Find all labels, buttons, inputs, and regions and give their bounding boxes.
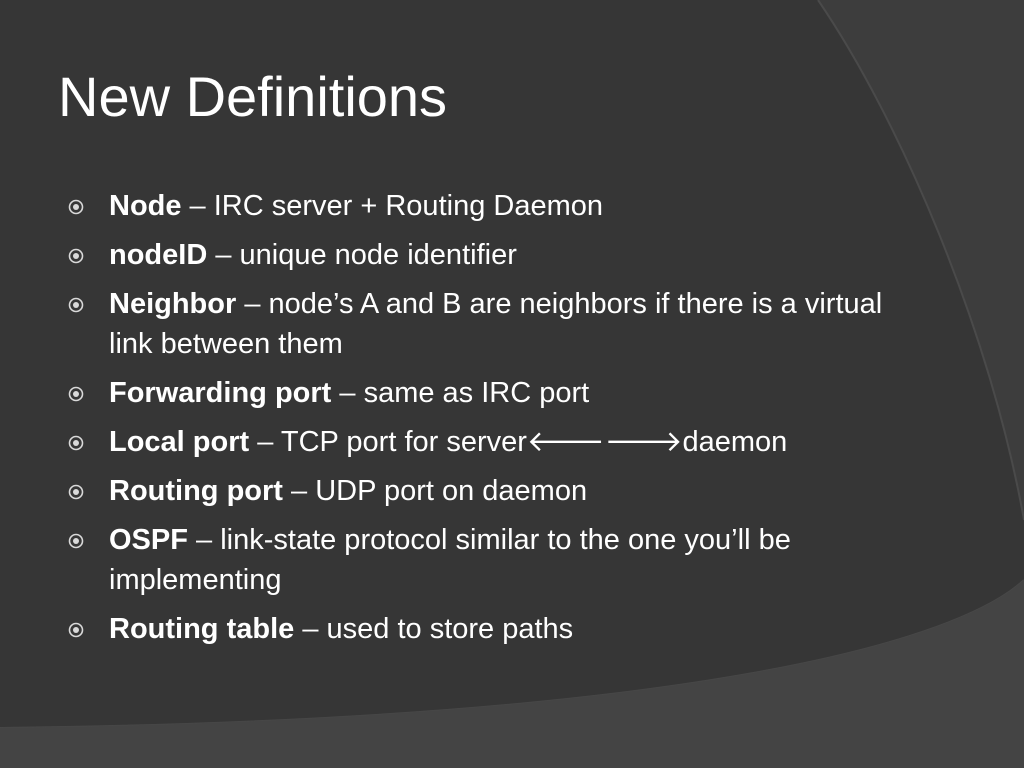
bullet-term: Neighbor bbox=[109, 288, 237, 320]
bullet-text: – TCP port for server🡐🡒daemon bbox=[249, 426, 788, 458]
bullet-text: – IRC server + Routing Daemon bbox=[181, 190, 603, 222]
circled-dot-icon bbox=[68, 248, 84, 264]
bullet-item-nodeid: nodeID – unique node identifier bbox=[68, 235, 888, 275]
bullet-text: – node’s A and B are neighbors if there … bbox=[109, 288, 883, 360]
bullet-term: Forwarding port bbox=[109, 377, 332, 409]
bullet-item-local-port: Local port – TCP port for server🡐🡒daemon bbox=[68, 422, 888, 462]
bullet-text: – link-state protocol similar to the one… bbox=[109, 524, 791, 596]
bullet-term: Local port bbox=[109, 426, 250, 458]
circled-dot-icon bbox=[68, 622, 84, 638]
bullet-term: Routing port bbox=[109, 475, 283, 507]
bullet-text: – used to store paths bbox=[294, 613, 574, 645]
circled-dot-icon bbox=[68, 533, 84, 549]
bullet-text: – unique node identifier bbox=[207, 239, 517, 271]
bullet-item-neighbor: Neighbor – node’s A and B are neighbors … bbox=[68, 284, 888, 364]
bullet-item-node: Node – IRC server + Routing Daemon bbox=[68, 186, 888, 226]
circled-dot-icon bbox=[68, 386, 84, 402]
circled-dot-icon bbox=[68, 435, 84, 451]
circled-dot-icon bbox=[68, 297, 84, 313]
bullet-term: Routing table bbox=[109, 613, 295, 645]
bullet-item-ospf: OSPF – link-state protocol similar to th… bbox=[68, 520, 888, 600]
bullet-item-routing-port: Routing port – UDP port on daemon bbox=[68, 471, 888, 511]
bullet-item-forwarding-port: Forwarding port – same as IRC port bbox=[68, 373, 888, 413]
bullet-term: OSPF bbox=[109, 524, 188, 556]
bullet-list: Node – IRC server + Routing Daemon nodeI… bbox=[68, 186, 888, 658]
circled-dot-icon bbox=[68, 484, 84, 500]
bullet-term: Node bbox=[109, 190, 182, 222]
bullet-term: nodeID bbox=[109, 239, 208, 271]
circled-dot-icon bbox=[68, 199, 84, 215]
bullet-text: – same as IRC port bbox=[331, 377, 590, 409]
bullet-item-routing-table: Routing table – used to store paths bbox=[68, 609, 888, 649]
slide-title: New Definitions bbox=[58, 65, 448, 128]
bullet-text: – UDP port on daemon bbox=[282, 475, 588, 507]
